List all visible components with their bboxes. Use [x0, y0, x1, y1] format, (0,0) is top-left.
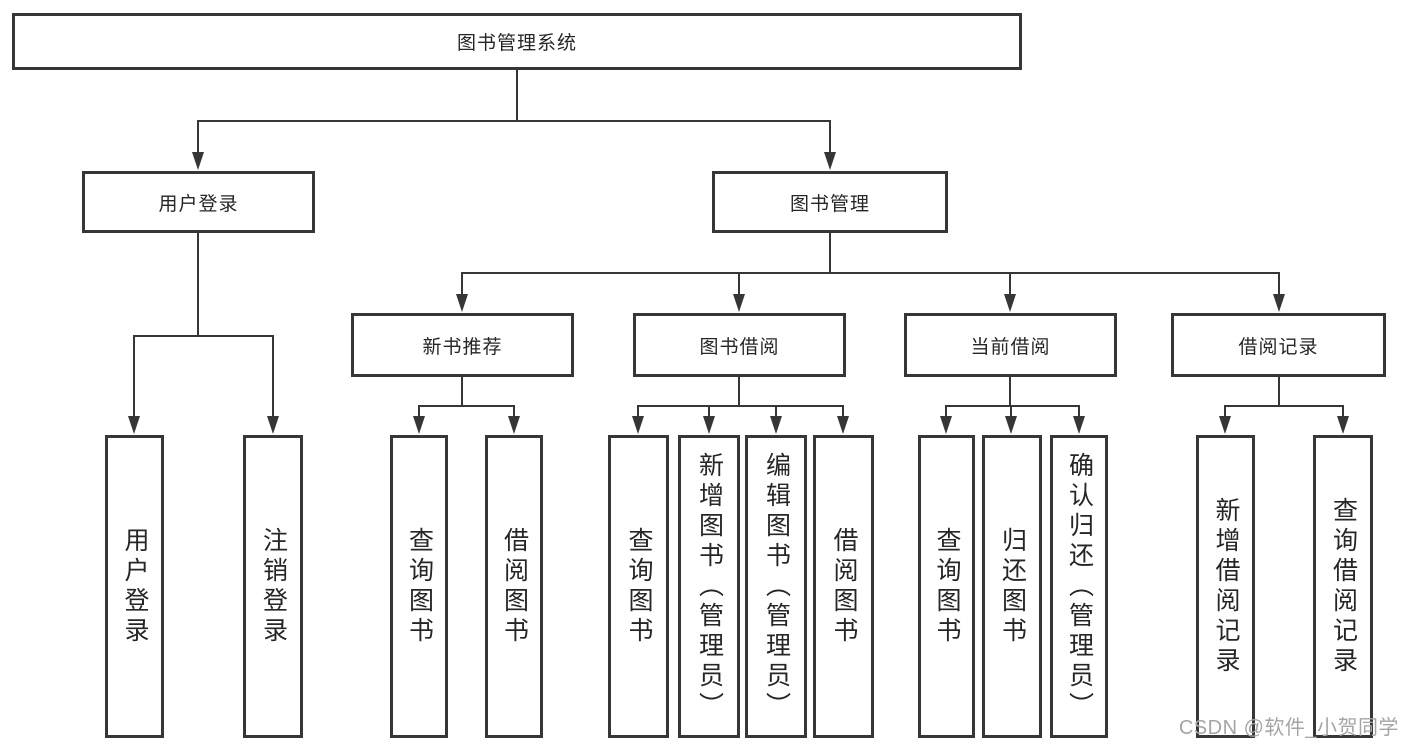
csdn-watermark: CSDN @软件_小贺同学	[1178, 717, 1399, 739]
arrow-down-icon	[128, 416, 140, 434]
arrow-down-icon	[733, 294, 745, 312]
leaf-query-borrow-record-label: 查询借阅记录	[1329, 496, 1358, 677]
node-borrow-records: 借阅记录	[1171, 313, 1386, 377]
node-book-management-label: 图书管理	[789, 193, 870, 215]
node-user-login: 用户登录	[82, 171, 315, 233]
arrow-down-icon	[456, 294, 468, 312]
leaf-add-borrow-record-label: 新增借阅记录	[1212, 496, 1240, 677]
leaf-borrow-books-label: 借阅图书	[830, 526, 858, 647]
arrow-down-icon	[1005, 416, 1017, 434]
arrow-down-icon	[632, 416, 644, 434]
node-book-management: 图书管理	[712, 171, 948, 233]
arrow-down-icon	[1219, 416, 1231, 434]
node-book-borrow: 图书借阅	[633, 313, 846, 377]
leaf-logout-label: 注销登录	[259, 526, 288, 647]
arrow-down-icon	[267, 416, 279, 434]
leaf-user-login-label: 用户登录	[121, 526, 149, 647]
leaf-recommend-query-books-label: 查询图书	[405, 526, 434, 647]
arrow-down-icon	[413, 416, 425, 434]
node-current-borrow: 当前借阅	[904, 313, 1117, 377]
leaf-borrow-query-books-label: 查询图书	[625, 526, 653, 647]
arrow-down-icon	[508, 416, 520, 434]
node-new-book-recommend: 新书推荐	[351, 313, 574, 377]
leaf-current-query-books-label: 查询图书	[933, 526, 961, 647]
arrow-down-icon	[703, 416, 715, 434]
node-root: 图书管理系统	[12, 13, 1022, 70]
arrow-down-icon	[1337, 416, 1349, 434]
leaf-borrow-books: 借阅图书	[813, 435, 874, 738]
leaf-add-books-admin-label: 新增图书（管理员）	[695, 451, 724, 722]
leaf-recommend-borrow-books-label: 借阅图书	[500, 526, 529, 647]
connector-path	[133, 70, 1344, 416]
arrow-down-icon	[192, 152, 204, 170]
leaf-confirm-return-admin: 确认归还（管理员）	[1050, 435, 1108, 738]
leaf-add-books-admin: 新增图书（管理员）	[678, 435, 740, 738]
node-user-login-label: 用户登录	[158, 193, 239, 215]
arrow-down-icon	[770, 416, 782, 434]
leaf-logout: 注销登录	[243, 435, 303, 738]
node-book-borrow-label: 图书借阅	[699, 336, 780, 358]
node-new-book-recommend-label: 新书推荐	[422, 336, 503, 358]
arrow-down-icon	[1273, 294, 1285, 312]
arrowheads	[128, 152, 1349, 434]
leaf-query-borrow-record: 查询借阅记录	[1313, 435, 1373, 738]
leaf-edit-books-admin-label: 编辑图书（管理员）	[762, 451, 791, 722]
leaf-edit-books-admin: 编辑图书（管理员）	[745, 435, 807, 738]
leaf-return-books: 归还图书	[982, 435, 1042, 738]
node-root-label: 图书管理系统	[456, 33, 577, 54]
arrow-down-icon	[824, 152, 836, 170]
arrow-down-icon	[940, 416, 952, 434]
leaf-recommend-borrow-books: 借阅图书	[485, 435, 543, 738]
leaf-return-books-label: 归还图书	[998, 526, 1027, 647]
arrow-down-icon	[837, 416, 849, 434]
leaf-add-borrow-record: 新增借阅记录	[1196, 435, 1255, 738]
leaf-user-login: 用户登录	[105, 435, 164, 738]
arrow-down-icon	[1073, 416, 1085, 434]
leaf-borrow-query-books: 查询图书	[608, 435, 669, 738]
node-borrow-records-label: 借阅记录	[1238, 336, 1319, 358]
leaf-confirm-return-admin-label: 确认归还（管理员）	[1065, 451, 1094, 722]
leaf-current-query-books: 查询图书	[918, 435, 975, 738]
node-current-borrow-label: 当前借阅	[970, 336, 1051, 358]
arrow-down-icon	[1004, 294, 1016, 312]
leaf-recommend-query-books: 查询图书	[390, 435, 448, 738]
